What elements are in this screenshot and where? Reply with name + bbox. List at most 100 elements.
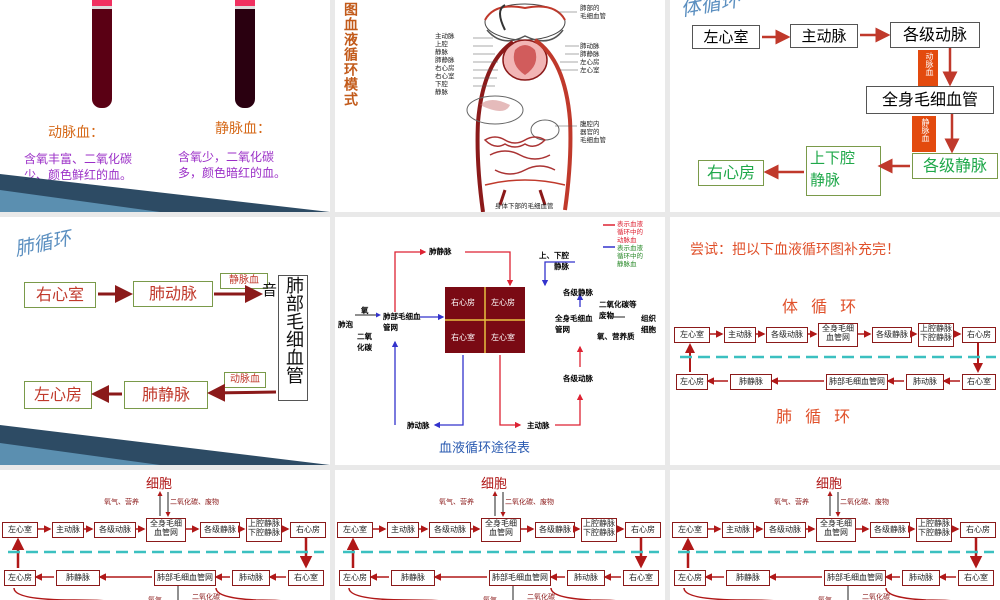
venous-blood-label: 静脉血 xyxy=(921,118,930,142)
top-box-veins: 各级静脉 xyxy=(535,522,575,538)
lung-capillaries-label: 肺部毛细血管 xyxy=(283,276,304,384)
vein-desc-1: 含氧少，二氧化碳 xyxy=(178,150,275,164)
top-box-veins: 各级静脉 xyxy=(870,522,910,538)
top-box-capillaries: 全身毛细血管网 xyxy=(818,323,858,347)
label-pulmonary-vein: 肺静脉 xyxy=(435,56,455,64)
label-alveoli: 肺泡 xyxy=(338,320,353,329)
cell-label: 细胞 xyxy=(481,477,508,492)
slide-thumbnail-7[interactable]: 细胞 氧气、营养 二氧化碳、废物 左心室 主动脉 各级动脉 全身毛细血管网 各级… xyxy=(0,470,330,600)
label-lung-cap-1: 肺部的 xyxy=(580,4,600,12)
label-organ-cap-1: 腹腔内 xyxy=(580,120,600,128)
waste-label: 二氧化碳、废物 xyxy=(505,498,554,506)
bottom-box-lung-capillaries: 肺部毛细血管网 xyxy=(826,374,888,390)
label-pulm-vein: 肺静脉 xyxy=(580,50,600,58)
legend-venous-2: 循环中的 xyxy=(617,252,643,260)
right-low-labels: 腹腔内 器官的 毛细血管 xyxy=(580,120,606,144)
box-right-ventricle: 右心室 xyxy=(24,282,96,308)
bottom-co2-label: 二氧化碳 xyxy=(527,593,555,600)
label-lung-capillary: 肺部毛细血管网 xyxy=(383,312,421,332)
heart-left-ventricle: 左心室 xyxy=(491,333,515,342)
top-box-right-atrium: 右心房 xyxy=(960,522,996,538)
bottom-oxy-label: 氧气 xyxy=(483,596,497,600)
pulmonary-arrows xyxy=(91,285,277,403)
slide-title-vertical: 图血液循环模式 xyxy=(340,2,380,112)
diagram-arrows xyxy=(8,491,324,600)
label-upper-vena-1: 上腔 xyxy=(435,40,448,48)
cell-label: 细胞 xyxy=(146,477,173,492)
bottom-oxy-label: 氧气 xyxy=(818,596,832,600)
top-box-arteries: 各级动脉 xyxy=(766,327,808,343)
label-organ-cap-3: 毛细血管 xyxy=(580,136,606,144)
right-mid-labels: 肺动脉 肺静脉 左心房 左心室 xyxy=(580,42,600,74)
label-lower-vena-1: 下腔 xyxy=(435,80,448,88)
box-arteries: 各级动脉 xyxy=(890,22,980,48)
label-aorta: 主动脉 xyxy=(435,32,455,40)
box-left-atrium: 左心房 xyxy=(24,381,92,409)
title-text: 图血液循环模式 xyxy=(342,2,358,107)
slide-thumbnail-5[interactable]: 表示血液 循环中的 动脉血 表示血液 循环中的 静脉血 右心房 左心房 右心室 … xyxy=(335,217,665,465)
lung-partial-char: 音 xyxy=(262,281,278,299)
bottom-box-right-ventricle: 右心室 xyxy=(623,570,659,586)
label-co2: 二氧化碳 xyxy=(357,332,372,352)
bottom-co2-label: 二氧化碳 xyxy=(862,593,890,600)
artery-desc-1: 含氧丰富、二氧化碳 xyxy=(24,152,133,166)
artery-blood-tube xyxy=(92,0,112,108)
box-capillaries: 全身毛细血管 xyxy=(866,86,994,114)
illustration-caption: 身体下部的毛细血管 xyxy=(495,202,554,210)
slide-corner-accent xyxy=(0,190,160,212)
left-labels: 主动脉 上腔 静脉 肺静脉 右心房 右心室 下腔 静脉 xyxy=(435,32,455,96)
oxy-nutri-label: 氧气、营养 xyxy=(774,498,809,506)
top-box-capillaries: 全身毛细血管网 xyxy=(146,518,186,542)
top-box-aorta: 主动脉 xyxy=(387,522,419,538)
top-box-arteries: 各级动脉 xyxy=(429,522,471,538)
bottom-oxy-label: 氧气 xyxy=(148,596,162,600)
top-box-vena-cava: 上腔静脉下腔静脉 xyxy=(916,518,952,542)
top-box-right-atrium: 右心房 xyxy=(962,327,996,343)
legend-arterial-2: 循环中的 xyxy=(617,228,643,236)
diagram-arrows xyxy=(678,491,994,600)
fill-in-arrows xyxy=(680,330,996,385)
right-top-labels: 肺部的 毛细血管 xyxy=(580,4,606,20)
box-aorta: 主动脉 xyxy=(790,24,858,48)
top-box-arteries: 各级动脉 xyxy=(94,522,136,538)
slide-thumbnail-2[interactable]: 图血液循环模式 主动脉 上腔 静脉 肺静脉 右心房 右心室 下腔 静脉 xyxy=(335,0,665,212)
box-vena-cava: 上下腔 静脉 xyxy=(806,146,881,196)
top-box-right-atrium: 右心房 xyxy=(625,522,661,538)
oxy-nutri-label: 氧气、营养 xyxy=(439,498,474,506)
venous-blood-tag xyxy=(912,116,936,152)
slide-thumbnail-8[interactable]: 细胞 氧气、营养 二氧化碳、废物 左心室 主动脉 各级动脉 全身毛细血管网 各级… xyxy=(335,470,665,600)
circulation-illustration xyxy=(466,3,579,212)
oxy-nutri-label: 氧气、营养 xyxy=(104,498,139,506)
legend-arterial-3: 动脉血 xyxy=(617,236,637,244)
top-box-vena-cava: 上腔静脉下腔静脉 xyxy=(581,518,617,542)
label-lung-cap-2: 毛细血管 xyxy=(580,12,606,20)
label-pulmonary-vein: 肺静脉 xyxy=(429,247,452,256)
label-pulmonary-artery: 肺动脉 xyxy=(407,421,430,430)
label-right-atrium: 右心房 xyxy=(435,64,455,72)
bottom-co2-label: 二氧化碳 xyxy=(192,593,220,600)
legend: 表示血液 循环中的 动脉血 表示血液 循环中的 静脉血 xyxy=(617,220,643,268)
legend-arterial-1: 表示血液 xyxy=(617,220,643,228)
top-box-capillaries: 全身毛细血管网 xyxy=(816,518,856,542)
top-box-arteries: 各级动脉 xyxy=(764,522,806,538)
box-pulmonary-vein: 肺静脉 xyxy=(124,381,208,409)
prompt: 尝试：把以下血液循环图补充完！ xyxy=(690,242,900,258)
pulmonary-label: 肺 循 环 xyxy=(776,407,855,426)
slide-thumbnail-1[interactable]: 动脉血： 静脉血： 含氧丰富、二氧化碳 少、颜色鲜红的血。 含氧少，二氧化碳 多… xyxy=(0,0,330,212)
waste-label: 二氧化碳、废物 xyxy=(170,498,219,506)
circulation-pathway-chart xyxy=(355,224,625,429)
label-lower-vena-2: 静脉 xyxy=(435,88,448,96)
top-box-vena-cava: 上腔静脉下腔静脉 xyxy=(918,323,954,347)
slide-thumbnail-4[interactable]: 肺循环 右心室 肺动脉 静脉血 音 肺部毛细血管 动脉血 左心房 肺静脉 xyxy=(0,217,330,465)
heart-left-atrium: 左心房 xyxy=(491,298,515,307)
slide-thumbnail-3[interactable]: 体循环 左心室 主动脉 各级动脉 动脉血 全身毛细血管 静脉血 各级静脉 上下腔… xyxy=(670,0,1000,212)
bottom-box-right-ventricle: 右心室 xyxy=(962,374,996,390)
label-tissue: 组织细胞 xyxy=(641,314,656,334)
top-box-left-ventricle: 左心室 xyxy=(672,522,708,538)
bottom-box-right-ventricle: 右心室 xyxy=(288,570,324,586)
slide-thumbnail-6[interactable]: 尝试：把以下血液循环图补充完！ 体 循 环 肺 循 环 左心室 主动脉 各级动脉… xyxy=(670,217,1000,465)
waste-label: 二氧化碳、废物 xyxy=(840,498,889,506)
slide-thumbnail-9[interactable]: 细胞 氧气、营养 二氧化碳、废物 左心室 主动脉 各级动脉 全身毛细血管网 各级… xyxy=(670,470,1000,600)
label-veins: 各级静脉 xyxy=(563,288,593,297)
top-box-aorta: 主动脉 xyxy=(52,522,84,538)
